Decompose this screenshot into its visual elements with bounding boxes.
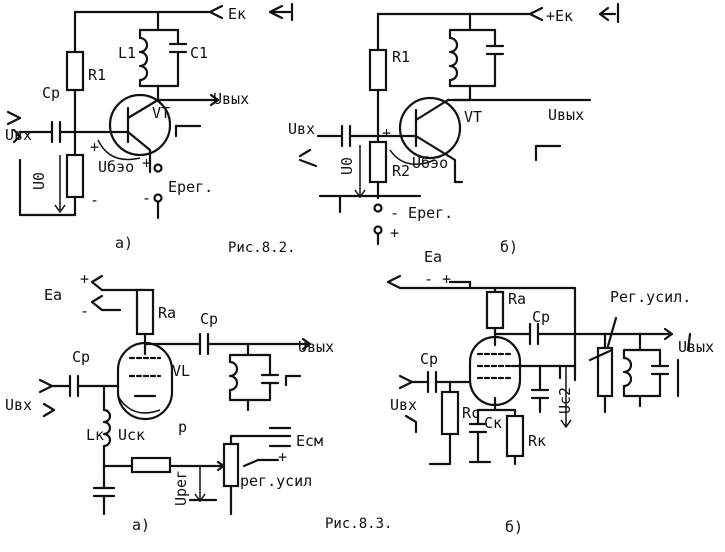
u0-label-b: U0 <box>338 157 356 175</box>
ea-minus: - <box>80 302 89 320</box>
figure-8-3-a: Eа + - Rа Cр Uвых VL Cр Uвх Lк Uск р <box>5 270 334 534</box>
ecm-label: Eсм <box>296 432 323 450</box>
r1-label-b: R1 <box>392 48 410 66</box>
figure-8-2-a: Eк R1 L1 C1 Uвых VT Cр Uвх U0 + - <box>5 2 294 252</box>
vt-label: VT <box>152 104 170 122</box>
resistor-bias <box>65 153 85 199</box>
ubeo-arrow <box>97 139 141 161</box>
ek-label: Eк <box>228 5 246 23</box>
usk-label: Uск <box>118 426 145 444</box>
regus-label-3b: Рег.усил. <box>610 288 691 306</box>
uout-label-3b: Uвых <box>678 338 714 356</box>
uout-label-b: Uвых <box>548 106 584 124</box>
cp-top-label: Cр <box>200 310 218 328</box>
plus-sign: + <box>90 138 99 156</box>
caption-fig-8-3: Рис.8.3. <box>325 516 392 532</box>
uc2-label: Uс2 <box>556 387 574 414</box>
l1-label: L1 <box>118 44 136 62</box>
ea-plus: + <box>80 270 89 288</box>
ereg-label: Eрег. <box>168 178 213 196</box>
ubeo-label: Uбэо <box>98 158 134 176</box>
ck-label: Cк <box>484 414 502 432</box>
figure-8-2-b: +Eк R1 Uвых VT Uвх R2 + U0 Uбэо <box>288 2 620 256</box>
uout-label: Uвых <box>213 90 249 108</box>
figure-8-3-b: Eа - + Rа Cр Uвых Рег.усил. Uс2 Cр Uвх <box>386 248 714 536</box>
regus-label-3a: рег.усил <box>240 472 312 490</box>
ubeo-label-b: Uбэо <box>412 154 448 172</box>
ereg-label-b: - Eрег. <box>390 204 453 222</box>
c1-label: C1 <box>190 44 208 62</box>
uin-label: Uвх <box>5 126 32 144</box>
transistor-vt <box>108 93 172 157</box>
u0-label: U0 <box>30 172 48 190</box>
ecm-plus: + <box>278 448 287 466</box>
p-label: р <box>178 418 187 436</box>
resistor-ra <box>135 288 155 336</box>
ereg-minus: - <box>142 189 151 207</box>
minus-sign: - <box>90 191 99 209</box>
ra-label: Rа <box>158 304 176 322</box>
uin-label-3b: Uвх <box>390 396 417 414</box>
resistor-r2 <box>368 140 388 184</box>
fig2a-letter: а) <box>115 234 133 252</box>
rk-label: Rк <box>528 432 546 450</box>
tube-vl <box>116 341 174 421</box>
cp-in-label: Cр <box>72 348 90 366</box>
tube-pentode <box>468 335 522 407</box>
ea-label-3b: Eа <box>424 248 442 266</box>
uout-label-3a: Uвых <box>298 338 334 356</box>
vl-label: VL <box>172 362 190 380</box>
rc-label: Rс <box>462 404 480 422</box>
ureg-label: Uрег <box>172 470 190 506</box>
ereg-plus-b: + <box>390 224 399 242</box>
ek-label-b: +Eк <box>546 7 573 25</box>
fig2b-letter: б) <box>500 238 518 256</box>
potentiometer-reg <box>222 442 240 488</box>
resistor-ra-3b <box>485 290 505 330</box>
resistor-series <box>130 456 172 474</box>
cp-label: Cр <box>42 84 60 102</box>
r2-label: R2 <box>392 162 410 180</box>
fig3b-letter: б) <box>505 518 523 536</box>
plus-b: + <box>382 124 391 142</box>
cp-top-label-3b: Cр <box>532 308 550 326</box>
ereg-plus: + <box>142 154 151 172</box>
ea-label: Eа <box>44 286 62 304</box>
transistor-vt-b <box>398 96 462 160</box>
uin-label-b: Uвх <box>288 120 315 138</box>
resistor-r1 <box>65 50 85 92</box>
resistor-rk <box>505 414 525 458</box>
inductor-l1 <box>138 36 149 88</box>
resistor-rc <box>440 390 460 436</box>
lk-label: Lк <box>86 426 104 444</box>
ea-signs-3b: - + <box>424 270 451 288</box>
vt-label-b: VT <box>464 108 482 126</box>
cp-in-label-3b: Cр <box>420 350 438 368</box>
r1-label: R1 <box>88 66 106 84</box>
resistor-r1-b <box>368 48 388 92</box>
ra-label-3b: Rа <box>508 290 526 308</box>
uin-label-3a: Uвх <box>5 396 32 414</box>
fig3a-letter: а) <box>132 516 150 534</box>
caption-fig-8-2: Рис.8.2. <box>228 240 295 256</box>
